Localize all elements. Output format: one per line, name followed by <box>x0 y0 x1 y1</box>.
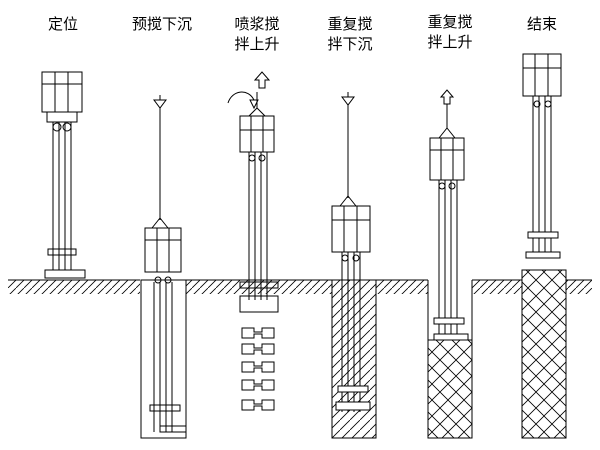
step-label-finish: 结束 <box>526 15 558 33</box>
rig-pre-mix <box>140 95 187 439</box>
ground-hatching <box>8 280 592 294</box>
rig-remix-up <box>427 89 473 439</box>
step-label-spray-lift: 喷浆搅 拌上升 <box>234 15 280 53</box>
rig-spray-lift <box>227 71 279 313</box>
grout-segments <box>241 327 275 411</box>
rig-position <box>41 71 86 279</box>
step-label-remix-down: 重复搅 拌下沉 <box>327 15 373 53</box>
step-label-remix-up: 重复搅 拌上升 <box>427 13 473 51</box>
step-label-pre-mix: 预搅下沉 <box>131 15 193 33</box>
rig-remix-down <box>331 92 377 439</box>
rig-finish <box>521 53 567 439</box>
step-label-position: 定位 <box>47 15 79 33</box>
